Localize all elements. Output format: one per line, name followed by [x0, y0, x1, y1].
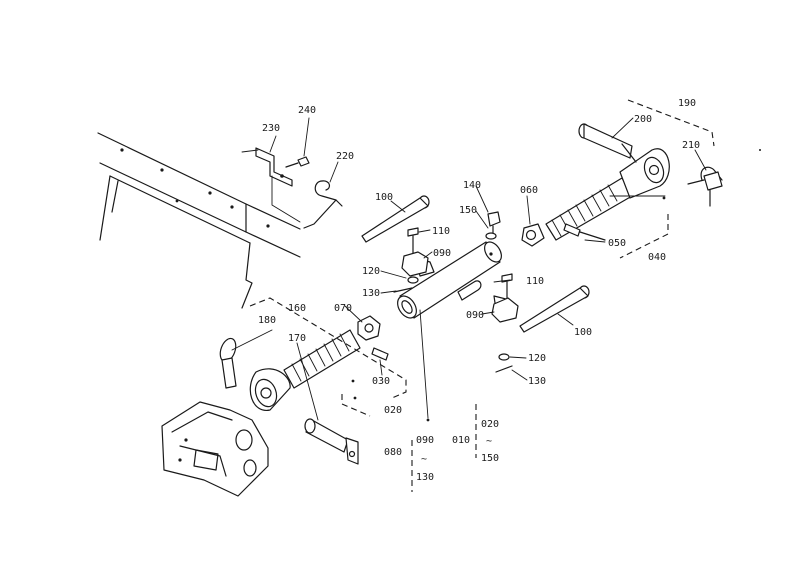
bolt-110-lower	[501, 273, 513, 301]
label-070: 070	[334, 303, 352, 314]
pin-100-upper	[361, 195, 430, 243]
label-230: 230	[262, 123, 280, 134]
label-110-upper: 110	[432, 226, 450, 237]
pin-200	[578, 123, 637, 163]
label-210: 210	[682, 140, 700, 151]
label-090-upper: 090	[433, 248, 451, 259]
threaded-rod-040	[545, 148, 670, 241]
cotter-130-lower	[495, 365, 513, 373]
label-130-lower: 130	[528, 376, 546, 387]
label-100-lower: 100	[574, 327, 592, 338]
label-060: 060	[520, 185, 538, 196]
label-090-range: 090	[416, 435, 434, 446]
group-bracket-160	[249, 297, 407, 417]
washer-150	[485, 232, 497, 240]
group-bracket-080	[411, 404, 477, 492]
label-200: 200	[634, 114, 652, 125]
range-tilde-010: ~	[486, 436, 492, 447]
nut-060	[521, 223, 545, 247]
label-080: 080	[384, 447, 402, 458]
label-110-lower: 110	[526, 276, 544, 287]
bolt-110-upper	[407, 227, 419, 255]
label-180: 180	[258, 315, 276, 326]
label-050: 050	[608, 238, 626, 249]
leader-lines	[231, 117, 707, 421]
clip-090-upper	[401, 251, 429, 277]
bolt-240	[285, 156, 310, 168]
threaded-rod-020	[249, 329, 361, 411]
pin-100-lower	[519, 285, 590, 333]
label-120-lower: 120	[528, 353, 546, 364]
label-150: 150	[459, 205, 477, 216]
bracket-230	[241, 147, 301, 223]
label-020: 020	[384, 405, 402, 416]
group-bracket-190	[619, 99, 715, 259]
lynch-pin-210	[687, 166, 723, 207]
label-010: 010	[452, 435, 470, 446]
label-170: 170	[288, 333, 306, 344]
label-190: 190	[678, 98, 696, 109]
clip-090-lower	[491, 297, 519, 323]
pin-170	[304, 418, 359, 465]
nut-070	[357, 315, 381, 341]
label-100-upper: 100	[375, 192, 393, 203]
label-090-lower: 090	[466, 310, 484, 321]
label-040: 040	[648, 252, 666, 263]
washer-120-lower	[498, 353, 510, 361]
tractor-frame	[97, 132, 301, 309]
label-130-range: 130	[416, 472, 434, 483]
label-220: 220	[336, 151, 354, 162]
cotter-130-upper	[393, 287, 413, 293]
pin-050	[563, 223, 606, 241]
label-130-upper: 130	[362, 288, 380, 299]
label-150-range: 150	[481, 453, 499, 464]
label-020-range: 020	[481, 419, 499, 430]
range-tilde-080: ~	[421, 454, 427, 465]
label-120-upper: 120	[362, 266, 380, 277]
wire-pin-220	[303, 180, 343, 229]
hitch-bracket	[161, 401, 269, 497]
pin-030	[371, 347, 389, 361]
label-030: 030	[372, 376, 390, 387]
label-240: 240	[298, 105, 316, 116]
label-160: 160	[288, 303, 306, 314]
label-140: 140	[463, 180, 481, 191]
pin-180	[219, 337, 237, 389]
part-labels: 230 240 220 100 110 090 120 130 140 150 …	[258, 98, 700, 483]
washer-120-upper	[407, 276, 419, 284]
